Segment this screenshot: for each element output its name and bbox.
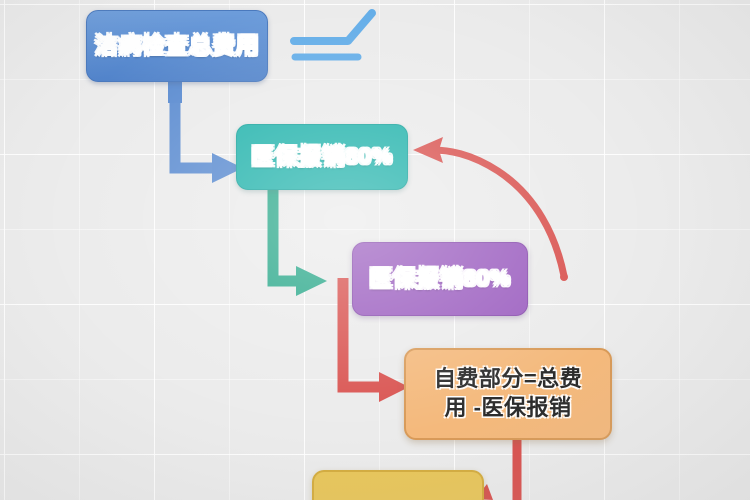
connector-blue-elbow bbox=[169, 97, 243, 183]
connector-teal-elbow bbox=[267, 186, 327, 296]
total-fee-node-stem bbox=[168, 81, 182, 103]
node-reimburse-purple[interactable]: 医保报销80% bbox=[352, 242, 528, 316]
blue-check-mark-icon bbox=[290, 9, 376, 61]
node-total-fee[interactable]: 洁病检查总费用 bbox=[86, 10, 268, 82]
node-self-pay[interactable]: 自费部分=总费 用 -医保报销 bbox=[404, 348, 612, 440]
node-bottom-yellow[interactable] bbox=[312, 470, 484, 500]
node-reimburse-teal[interactable]: 医保报销80% bbox=[236, 124, 408, 190]
